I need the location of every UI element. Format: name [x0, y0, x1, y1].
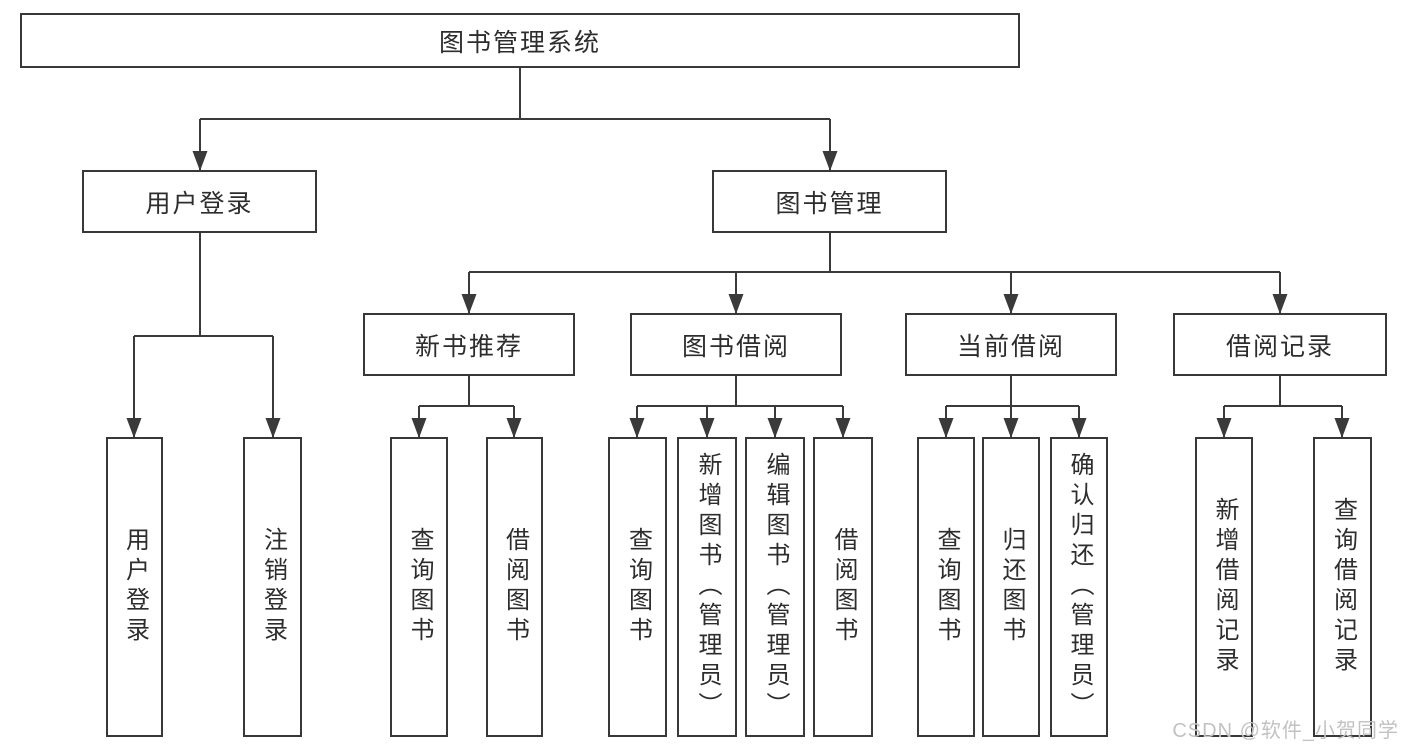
node-borrowing-records: 借阅记录	[1173, 313, 1387, 376]
leaf-confirm-return-admin: 确认归还（管理员）	[1050, 437, 1108, 737]
csdn-watermark: CSDN @软件_小贺同学	[1172, 720, 1399, 742]
connector-book-management-rail	[469, 233, 1280, 273]
leaf-label: 归还图书	[998, 527, 1025, 647]
node-current-borrowing: 当前借阅	[905, 313, 1117, 376]
node-label: 用户登录	[145, 189, 254, 218]
leaf-query-borrow-record: 查询借阅记录	[1313, 437, 1372, 737]
leaf-label: 新增借阅记录	[1211, 497, 1238, 677]
leaf-query-books-1: 查询图书	[390, 437, 448, 737]
leaf-borrow-books-2: 借阅图书	[813, 437, 873, 737]
connector-root-rail	[200, 68, 830, 120]
leaf-add-book-admin: 新增图书（管理员）	[677, 437, 737, 737]
leaf-label: 注销登录	[259, 527, 287, 647]
node-library-management-system: 图书管理系统	[20, 13, 1020, 68]
leaf-label: 借阅图书	[501, 527, 529, 647]
connector-user-login-rail	[134, 233, 273, 337]
node-new-book-recommend: 新书推荐	[363, 313, 575, 376]
leaf-query-books-3: 查询图书	[917, 437, 975, 737]
connector-borrowing-records-rail	[1224, 376, 1342, 407]
leaf-add-borrow-record: 新增借阅记录	[1195, 437, 1253, 737]
leaf-label: 编辑图书（管理员）	[762, 452, 789, 722]
connector-book-borrowing-rail	[637, 376, 843, 407]
leaf-user-login: 用户登录	[106, 437, 163, 737]
leaf-label: 借阅图书	[830, 527, 857, 647]
node-label: 借阅记录	[1225, 332, 1334, 361]
leaf-query-books-2: 查询图书	[608, 437, 667, 737]
connector-new-book-recommend-rail	[419, 376, 514, 407]
leaf-borrow-books-1: 借阅图书	[486, 437, 543, 737]
node-label: 新书推荐	[414, 332, 523, 361]
node-label: 图书管理	[775, 189, 884, 218]
leaf-label: 查询借阅记录	[1329, 497, 1357, 677]
node-label: 图书管理系统	[438, 28, 601, 57]
leaf-label: 查询图书	[933, 527, 960, 647]
node-book-management: 图书管理	[712, 170, 947, 233]
node-user-login-branch: 用户登录	[82, 170, 317, 233]
leaf-label: 新增图书（管理员）	[694, 452, 721, 722]
leaf-edit-book-admin: 编辑图书（管理员）	[745, 437, 805, 737]
leaf-return-book: 归还图书	[982, 437, 1040, 737]
leaf-label: 确认归还（管理员）	[1066, 452, 1093, 722]
node-label: 图书借阅	[681, 332, 790, 361]
leaf-label: 用户登录	[121, 527, 149, 647]
leaf-logout: 注销登录	[243, 437, 302, 737]
node-book-borrowing: 图书借阅	[630, 313, 842, 376]
leaf-label: 查询图书	[624, 527, 652, 647]
connector-current-borrowing-rail	[946, 376, 1079, 407]
node-label: 当前借阅	[956, 332, 1065, 361]
leaf-label: 查询图书	[406, 527, 433, 647]
